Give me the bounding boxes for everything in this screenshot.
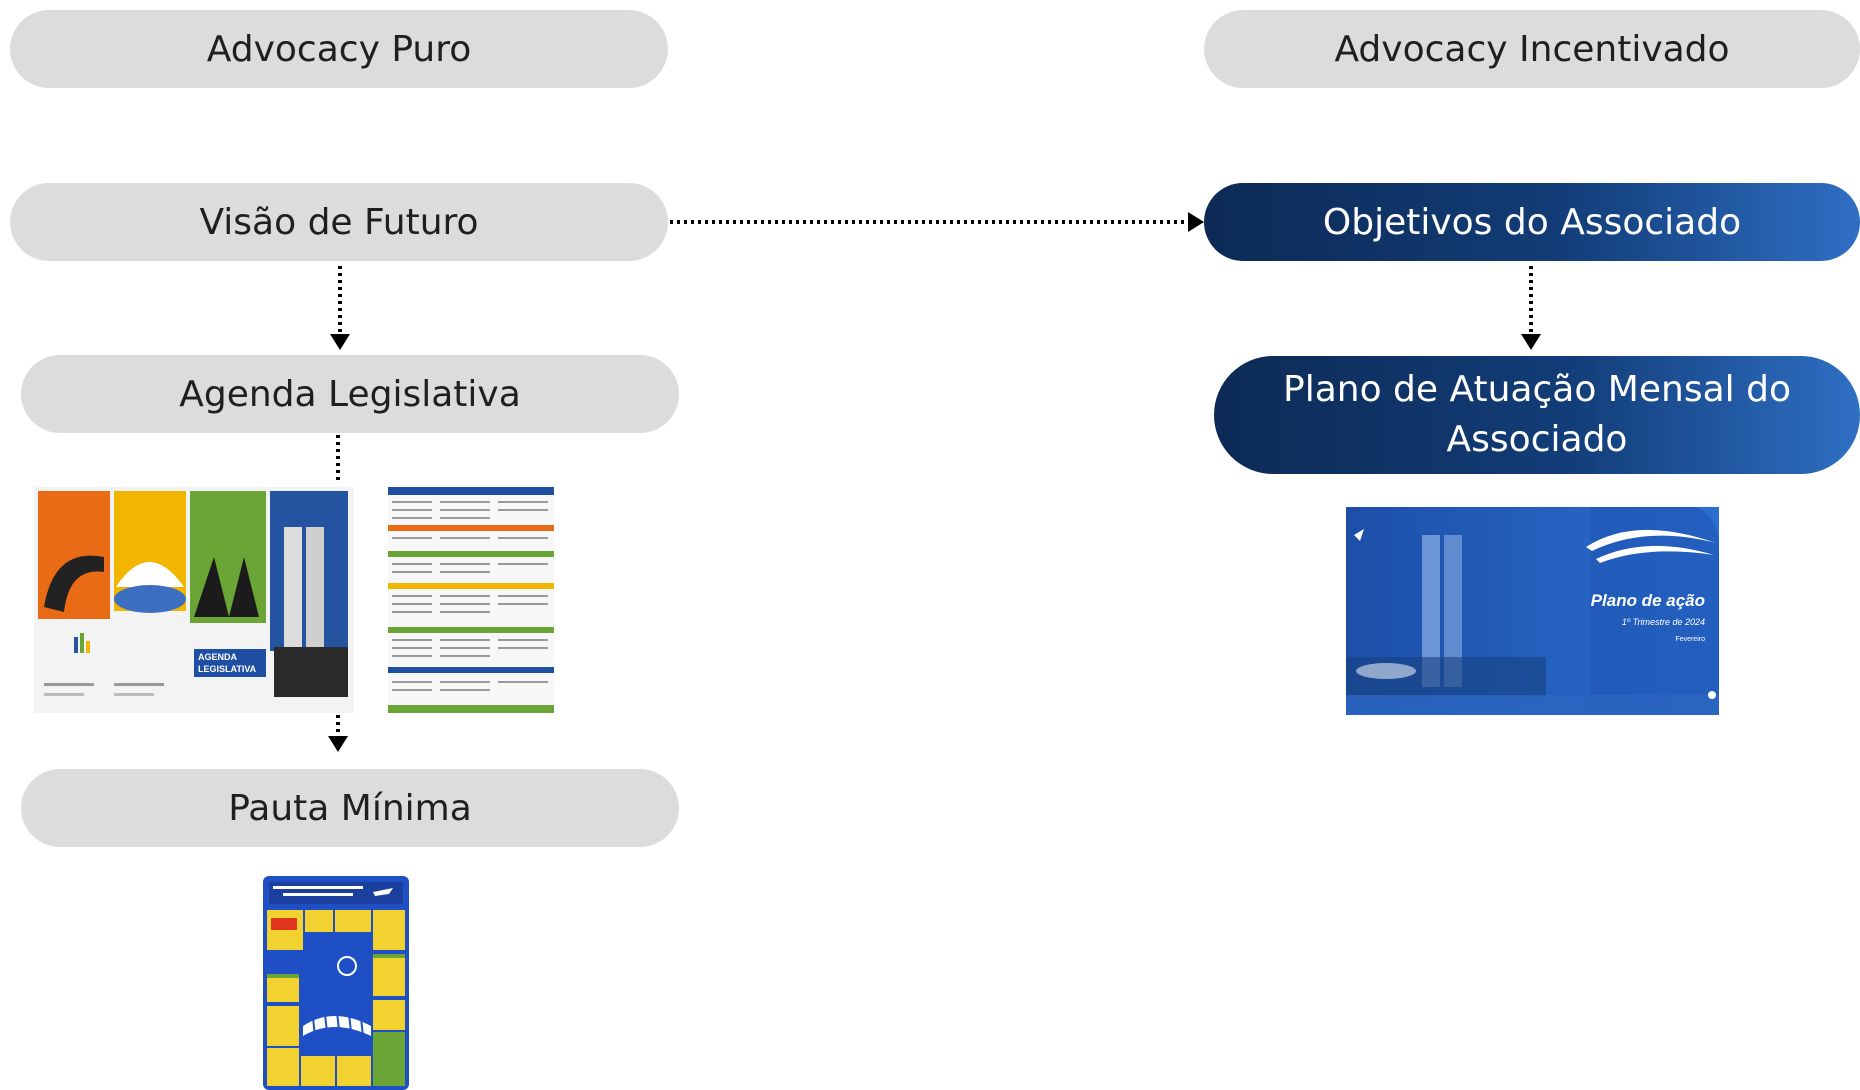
advocacy-incentivado-label: Advocacy Incentivado [1334, 28, 1730, 70]
pauta-minima-poster-image [263, 876, 409, 1090]
advocacy-puro-header: Advocacy Puro [10, 10, 668, 88]
arrowhead-plano [1521, 334, 1541, 350]
slide-title: Plano de ação [1590, 591, 1705, 610]
agenda-legislativa-label: Agenda Legislativa [179, 373, 521, 415]
arrowhead-objetivos [1188, 212, 1204, 232]
visao-de-futuro-label: Visão de Futuro [199, 201, 479, 243]
objetivos-do-associado-label: Objetivos do Associado [1322, 201, 1742, 243]
plano-de-acao-slide-image: Plano de ação 1º Trimestre de 2024 Fever… [1346, 507, 1719, 715]
advocacy-puro-label: Advocacy Puro [206, 28, 472, 70]
plano-de-atuacao-label: Plano de Atuação Mensal do Associado [1283, 368, 1791, 460]
objetivos-do-associado-node: Objetivos do Associado [1204, 183, 1860, 261]
cover-title-line2: LEGISLATIVA [198, 664, 257, 674]
plano-de-atuacao-node: Plano de Atuação Mensal do Associado [1214, 356, 1860, 474]
slide-month: Fevereiro [1675, 636, 1705, 643]
pauta-minima-label: Pauta Mínima [228, 787, 472, 829]
visao-de-futuro-node: Visão de Futuro [10, 183, 668, 261]
cover-title-line1: AGENDA [198, 652, 238, 662]
advocacy-incentivado-header: Advocacy Incentivado [1204, 10, 1860, 88]
agenda-legislativa-node: Agenda Legislativa [21, 355, 679, 433]
agenda-legislativa-cover-image: AGENDA LEGISLATIVA [34, 487, 354, 713]
pauta-minima-node: Pauta Mínima [21, 769, 679, 847]
arrowhead-agenda [330, 334, 350, 350]
agenda-legislativa-table-image [388, 487, 554, 713]
arrowhead-pauta [328, 736, 348, 752]
slide-subtitle: 1º Trimestre de 2024 [1621, 617, 1705, 627]
